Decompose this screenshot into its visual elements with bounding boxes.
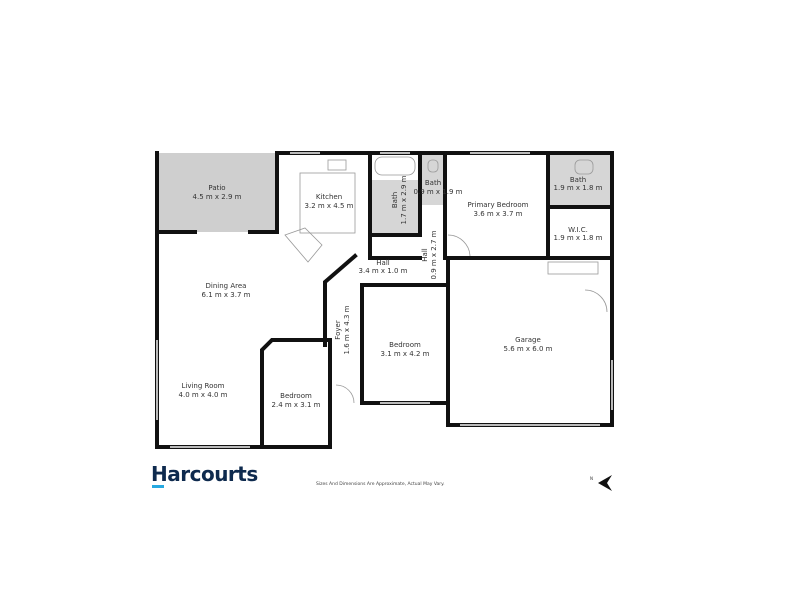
patio-area	[157, 153, 277, 232]
windows	[156, 152, 613, 448]
room-dims: 5.6 m x 6.0 m	[504, 345, 553, 353]
ensuite-area	[550, 155, 610, 205]
disclaimer-text: Sizes And Dimensions Are Approximate, Ac…	[316, 482, 445, 487]
room-name: Patio	[208, 184, 225, 192]
room-dims: 0.9 m x 1.9 m	[414, 188, 463, 196]
room-name: Bedroom	[280, 392, 312, 400]
room-dims: 6.1 m x 3.7 m	[202, 291, 251, 299]
room-dims: 1.6 m x 4.3 m	[343, 305, 351, 354]
room-name: Garage	[515, 336, 541, 344]
room-name: Hall	[376, 259, 389, 267]
room-dims: 1.7 m x 2.9 m	[400, 175, 408, 224]
room-name: W.I.C.	[568, 226, 588, 234]
door-swing	[584, 289, 608, 313]
logo-accent-bar	[152, 485, 164, 488]
room-name: Dining Area	[206, 282, 247, 290]
kitchen-bench	[284, 227, 323, 263]
bathtub	[374, 156, 416, 176]
room-dims: 3.2 m x 4.5 m	[305, 202, 354, 210]
door-swing	[335, 384, 355, 404]
room-dims: 2.4 m x 3.1 m	[272, 401, 321, 409]
room-name: Hall	[421, 248, 429, 261]
north-arrow-icon	[598, 475, 612, 491]
room-name: Living Room	[182, 382, 225, 390]
room-dims: 1.9 m x 1.8 m	[554, 234, 603, 242]
room-dims: 0.9 m x 2.7 m	[430, 230, 438, 279]
door-swing	[447, 234, 471, 258]
room-name: Kitchen	[316, 193, 342, 201]
kitchen-island	[299, 172, 356, 234]
room-name: Bedroom	[389, 341, 421, 349]
laundry-tubs	[547, 261, 599, 275]
room-dims: 3.6 m x 3.7 m	[474, 210, 523, 218]
room-name: Primary Bedroom	[468, 201, 529, 209]
room-name: Foyer	[334, 320, 342, 340]
room-name: Bath	[425, 179, 441, 187]
cooktop	[327, 159, 347, 171]
room-name: Bath	[570, 176, 586, 184]
harcourts-logo: Harcourts	[151, 462, 258, 486]
room-dims: 1.9 m x 1.8 m	[554, 184, 603, 192]
bath-area	[372, 180, 420, 235]
toilet	[427, 159, 439, 173]
room-dims: 3.4 m x 1.0 m	[359, 267, 408, 275]
north-label: N	[590, 476, 593, 481]
room-name: Bath	[391, 192, 399, 208]
toilet	[574, 159, 594, 175]
room-dims: 3.1 m x 4.2 m	[381, 350, 430, 358]
room-dims: 4.0 m x 4.0 m	[179, 391, 228, 399]
room-dims: 4.5 m x 2.9 m	[193, 193, 242, 201]
